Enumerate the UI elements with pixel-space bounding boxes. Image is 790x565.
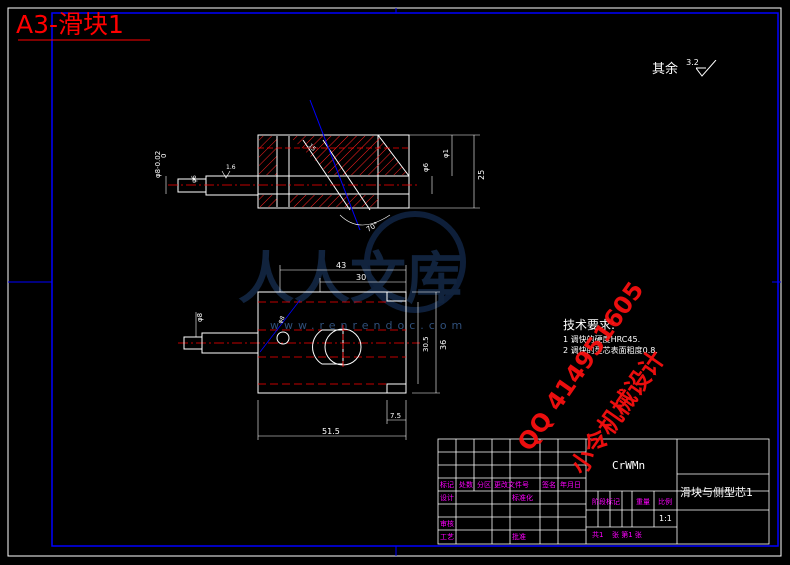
sheet-total: 共1 xyxy=(592,531,604,539)
svg-text:φ1: φ1 xyxy=(442,149,450,158)
scale-value: 1:1 xyxy=(659,514,672,523)
row-review: 审核 xyxy=(440,520,454,528)
drawing-title: A3-滑块1 xyxy=(16,10,124,39)
stage-weight: 重量 xyxy=(636,498,650,506)
part-name: 滑块与侧型芯1 xyxy=(680,486,753,499)
section-view: 25 φ6 φ1 φ8-0.02 0 φ6 1.6 15 70° xyxy=(154,99,486,234)
row-design: 设计 xyxy=(440,494,454,502)
tech-heading: 技术要求: xyxy=(563,318,616,332)
roughness-value: 3.2 xyxy=(686,58,699,67)
inner-frame xyxy=(51,12,779,547)
tech-item: 2 调快的型芯表面粗度0.8. xyxy=(563,345,658,355)
header-change-doc: 更改文件号 xyxy=(494,481,529,489)
plan-view: 43 30 φ8 φ8 30.5 36 7.5 51.5 xyxy=(178,261,448,440)
svg-text:43: 43 xyxy=(336,261,346,270)
header-signature: 签名 xyxy=(542,481,556,489)
watermark-logo: 人人文库 xyxy=(238,211,466,313)
svg-text:51.5: 51.5 xyxy=(322,427,340,436)
roughness-note: 其余 3.2 xyxy=(652,58,699,77)
material-label: CrWMn xyxy=(612,459,646,472)
row-process: 工艺 xyxy=(440,533,454,541)
roughness-symbol-icon xyxy=(696,60,717,77)
svg-text:15: 15 xyxy=(307,142,317,152)
sheet-number: 张 第1 张 xyxy=(612,531,642,539)
row-approve: 批准 xyxy=(512,533,526,541)
svg-text:φ8-0.02: φ8-0.02 xyxy=(154,151,162,178)
row-standard: 标准化 xyxy=(512,494,533,502)
tech-requirements: 技术要求: 1 调快的硬度HRC45. 2 调快的型芯表面粗度0.8. xyxy=(563,318,658,356)
header-mark: 标记 xyxy=(440,481,454,489)
svg-text:φ6: φ6 xyxy=(191,175,198,183)
svg-text:φ8: φ8 xyxy=(196,313,204,322)
stage-mark: 阶段标记 xyxy=(592,498,620,506)
svg-text:7.5: 7.5 xyxy=(390,412,401,420)
tech-item: 1 调快的硬度HRC45. xyxy=(563,335,641,345)
svg-text:25: 25 xyxy=(477,170,486,180)
svg-text:φ8: φ8 xyxy=(277,315,287,325)
svg-text:人人文库: 人人文库 xyxy=(238,247,462,312)
header-count: 处数 xyxy=(459,481,473,489)
header-zone: 分区 xyxy=(477,481,491,489)
header-date: 年月日 xyxy=(560,481,581,489)
svg-text:0: 0 xyxy=(160,154,168,158)
roughness-label: 其余 xyxy=(652,62,679,77)
watermark-url: www.renrendoc.com xyxy=(270,319,468,332)
svg-text:30: 30 xyxy=(356,273,366,282)
svg-text:30.5: 30.5 xyxy=(422,336,430,352)
svg-text:36: 36 xyxy=(439,340,448,350)
svg-text:1.6: 1.6 xyxy=(226,164,236,171)
stage-scale: 比例 xyxy=(658,498,672,506)
title-block xyxy=(437,438,770,545)
svg-text:φ6: φ6 xyxy=(422,162,430,172)
